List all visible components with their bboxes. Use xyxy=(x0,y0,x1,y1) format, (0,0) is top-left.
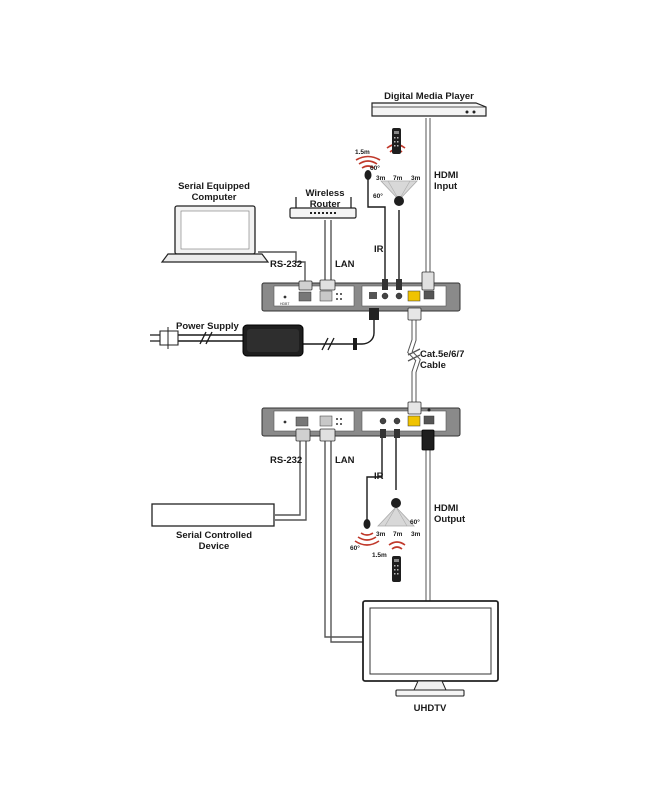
ir-top-sensor-center: 7m xyxy=(393,175,403,182)
ir-bottom-emitter-angle: 60° xyxy=(350,544,360,552)
lan-cable-bottom xyxy=(324,440,363,638)
ir-top-sensor-left: 3m xyxy=(376,175,386,182)
ir-top-emitter-distance: 1.5m xyxy=(355,149,370,156)
label-hdmi-input-line2: Input xyxy=(434,181,458,192)
cable-break-marks xyxy=(199,331,421,362)
labels: Digital Media Player Serial Equipped Com… xyxy=(176,91,474,714)
connectors-top xyxy=(298,271,435,321)
ir-bottom-sensor-right: 3m xyxy=(411,531,421,538)
ir-bottom-sensor-center: 7m xyxy=(393,531,403,538)
ir-top-sensor-angle: 60° xyxy=(373,192,383,200)
ir-emitter-bottom xyxy=(354,519,380,546)
ir-top-sensor-right: 3m xyxy=(411,175,421,182)
label-hdmi-output-line2: Output xyxy=(434,514,466,525)
label-serial-controlled-device: Serial Controlled xyxy=(176,530,252,541)
label-serial-equipped-computer-line2: Computer xyxy=(192,192,237,203)
ir-bottom-emitter-distance: 1.5m xyxy=(372,552,387,559)
ir-bottom-sensor-angle: 60° xyxy=(410,518,420,526)
cables xyxy=(178,118,431,643)
label-ir-bottom: IR xyxy=(374,471,384,482)
ir-top-emitter-angle: 60° xyxy=(370,164,380,172)
rs232-cable-top xyxy=(258,251,306,288)
label-uhdtv: UHDTV xyxy=(414,703,447,714)
ir-specs-top: 1.5m 60° 3m 7m 3m 60° xyxy=(355,149,421,200)
ir-emitter-top xyxy=(355,155,381,180)
ir-receiver-bottom xyxy=(377,498,415,527)
label-lan-top: LAN xyxy=(335,259,355,270)
label-digital-media-player: Digital Media Player xyxy=(384,91,474,102)
digital-media-player xyxy=(371,102,487,117)
serial-equipped-computer xyxy=(160,205,270,263)
ir-emitter-cable-bottom xyxy=(366,430,383,520)
ir-receiver-top xyxy=(380,180,418,206)
receiver-unit xyxy=(261,407,461,437)
label-serial-controlled-device-line2: Device xyxy=(199,541,230,552)
label-ir-top: IR xyxy=(374,244,384,255)
label-rs232-top: RS-232 xyxy=(270,259,302,270)
label-power-supply: Power Supply xyxy=(176,321,240,332)
power-supply xyxy=(150,324,304,357)
connectors-bottom xyxy=(295,401,435,451)
label-wireless-router-line2: Router xyxy=(310,199,341,210)
power-cable-dc xyxy=(302,310,375,345)
ir-emitter-cable-top xyxy=(367,178,386,288)
serial-controlled-device xyxy=(151,503,275,527)
label-cat-cable-line2: Cable xyxy=(420,360,446,371)
svg-text:HDBT: HDBT xyxy=(280,302,290,306)
label-lan-bottom: LAN xyxy=(335,455,355,466)
remote-control-bottom xyxy=(388,541,406,582)
wireless-router xyxy=(289,197,357,219)
ir-specs-bottom: 60° 3m 7m 3m 60° 1.5m xyxy=(350,518,421,559)
uhdtv xyxy=(362,600,499,697)
label-wireless-router: Wireless xyxy=(306,188,345,199)
label-hdmi-output: HDMI xyxy=(434,503,458,514)
label-cat-cable: Cat.5e/6/7 xyxy=(420,349,464,360)
label-serial-equipped-computer: Serial Equipped xyxy=(178,181,250,192)
label-rs232-bottom: RS-232 xyxy=(270,455,302,466)
label-hdmi-input: HDMI xyxy=(434,170,458,181)
rs232-cable-bottom xyxy=(275,440,301,516)
remote-control-top xyxy=(386,128,406,154)
ir-bottom-sensor-left: 3m xyxy=(376,531,386,538)
